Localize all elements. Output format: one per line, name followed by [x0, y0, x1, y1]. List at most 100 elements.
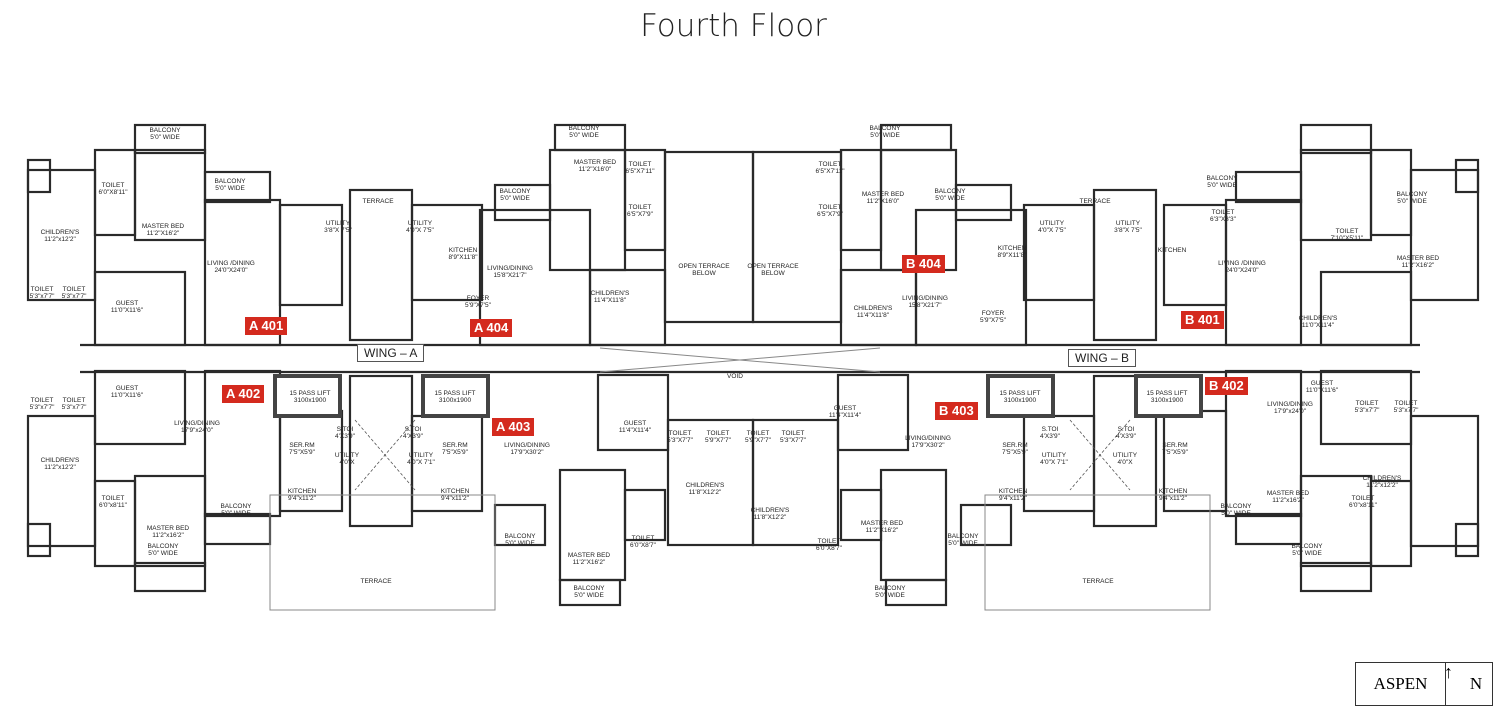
- unit-badge-b404[interactable]: B 404: [902, 255, 945, 273]
- room-size: 11'4"X11'8": [594, 297, 627, 304]
- unit-badge-b403[interactable]: B 403: [935, 402, 978, 420]
- room-name: CHILDREN'S: [686, 482, 725, 489]
- room-name: TOILET: [629, 161, 652, 168]
- room-size: 11'2"X16'2": [573, 559, 606, 566]
- wall-outline: [26, 414, 97, 548]
- room-size: BELOW: [692, 270, 716, 277]
- room-name: LIVING/DINING: [905, 435, 951, 442]
- wall-outline: [1092, 188, 1158, 342]
- unit-badge-a404[interactable]: A 404: [470, 319, 513, 337]
- room-size: 4'0"X: [1117, 459, 1133, 466]
- unit-badge-a403[interactable]: A 403: [492, 418, 535, 436]
- wall-outline: [1409, 168, 1480, 302]
- room-name: UTILITY: [1116, 220, 1141, 227]
- room-label: TERRACE: [362, 198, 394, 205]
- wall-outline: [1454, 158, 1480, 194]
- room-name: CHILDREN'S: [591, 290, 630, 297]
- room-size: 11'4"X11'4": [829, 412, 862, 419]
- project-name: ASPEN: [1356, 663, 1446, 705]
- room-label: KITCHEN: [1158, 247, 1187, 254]
- room-size: 5'3"x7'7": [62, 293, 87, 300]
- room-size: 8'9"X11'8": [448, 254, 478, 261]
- room-size: 4'0"X 7'1": [1040, 459, 1068, 466]
- wall-outline: [348, 188, 414, 342]
- unit-badge-b401[interactable]: B 401: [1181, 311, 1224, 329]
- unit-badge-a401[interactable]: A 401: [245, 317, 288, 335]
- room-name: S.TOI: [1042, 426, 1059, 433]
- room-name: GUEST: [116, 385, 138, 392]
- room-label: TERRACE: [1079, 198, 1111, 205]
- room-size: 17'9"X30'2": [510, 449, 544, 456]
- room-size: 5'0" WIDE: [935, 195, 965, 202]
- room-name: UTILITY: [1042, 452, 1067, 459]
- wall-outline: [1234, 512, 1303, 546]
- room-size: 5'0" WIDE: [875, 592, 905, 599]
- room-name: BALCONY: [149, 127, 181, 134]
- room-size: 15'8"X21'7": [908, 302, 942, 309]
- unit-badge-b402[interactable]: B 402: [1205, 377, 1248, 395]
- room-name: MASTER BED: [147, 525, 190, 532]
- room-size: 11'8"X12'2": [754, 514, 787, 521]
- room-size: 5'9"X7'7": [705, 437, 732, 444]
- room-name: TOILET: [63, 397, 86, 404]
- room-size: 7'5"X5'9": [289, 449, 316, 456]
- wall-outline: [879, 123, 953, 152]
- room-size: 6'0"x8'11": [1349, 502, 1378, 509]
- room-name: KITCHEN: [288, 488, 317, 495]
- room-name: FOYER: [982, 310, 1005, 317]
- room-name: TERRACE: [360, 578, 392, 585]
- wall-outline: [588, 268, 667, 347]
- room-name: 15 PASS LIFT: [434, 390, 475, 397]
- room-name: BALCONY: [1291, 543, 1323, 550]
- room-size: 3'8"X 7'5": [324, 227, 352, 234]
- room-name: BALCONY: [869, 125, 901, 132]
- north-arrow-icon: ↑: [1444, 662, 1453, 682]
- room-size: 3100x1900: [1004, 397, 1037, 404]
- wall-outline: [839, 488, 883, 542]
- room-size: 5'0" WIDE: [574, 592, 604, 599]
- room-size: 4'0"X 7'5": [406, 227, 434, 234]
- room-size: 11'2"x12'2": [44, 464, 76, 471]
- wall-outline: [914, 208, 1028, 347]
- room-size: 11'4"X11'8": [857, 312, 890, 319]
- room-size: 7'5"X5'9": [1002, 449, 1029, 456]
- room-size: 11'4"X11'4": [619, 427, 652, 434]
- unit-badge-a402[interactable]: A 402: [222, 385, 265, 403]
- wall-outline: [133, 561, 207, 593]
- room-name: BALCONY: [874, 585, 906, 592]
- room-name: LIVING/DINING: [504, 442, 550, 449]
- room-name: CHILDREN'S: [751, 507, 790, 514]
- room-name: OPEN TERRACE: [747, 263, 799, 270]
- room-name: KITCHEN: [441, 488, 470, 495]
- room-size: 6'0"X8'11": [98, 189, 128, 196]
- room-size: 17'9"x24'0": [181, 427, 214, 434]
- room-size: BELOW: [761, 270, 785, 277]
